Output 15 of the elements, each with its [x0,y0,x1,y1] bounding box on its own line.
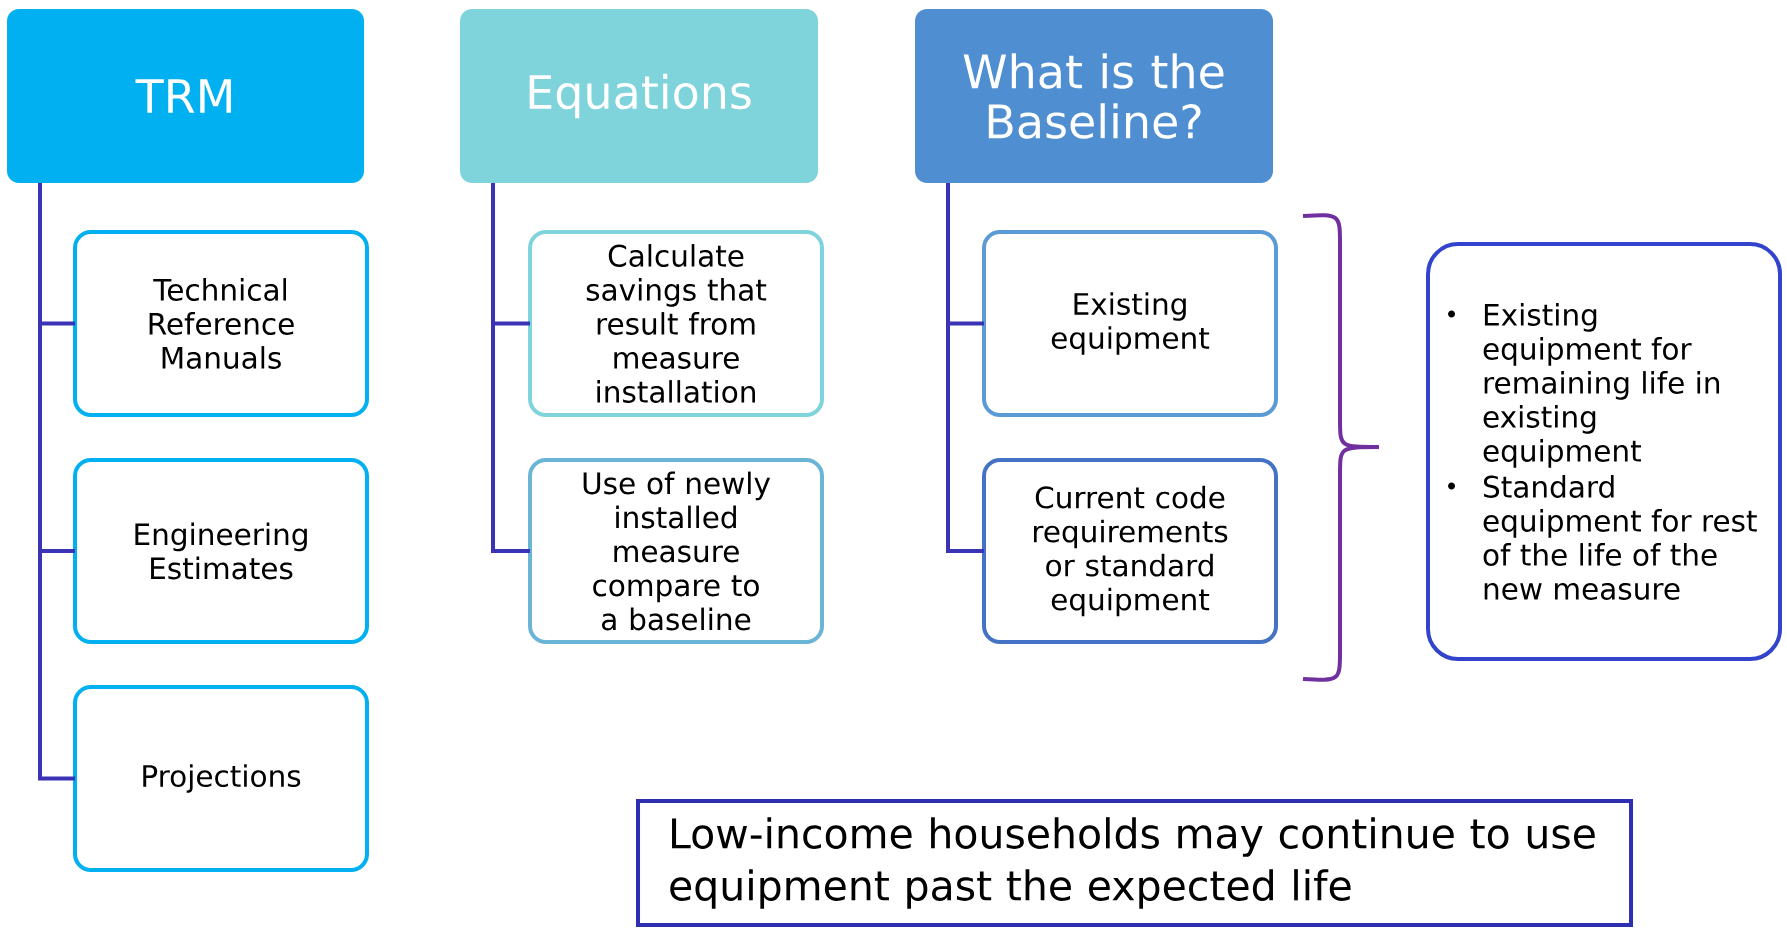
item-box: Engineering Estimates [73,458,369,644]
header-box: What is the Baseline? [915,9,1273,183]
note-box: Low-income households may continue to use equipment past the expected life [636,799,1633,927]
header-box: Equations [460,9,818,183]
connector-line [491,183,530,553]
connector-line [38,183,75,781]
item-box: Technical Reference Manuals [73,230,369,417]
item-box: Projections [73,685,369,872]
item-box: Use of newly installed measure compare to a baseline [528,458,824,644]
connector-line [946,183,984,553]
header-box: TRM [7,9,364,183]
item-box: Calculate savings that result from measure installation [528,230,824,417]
item-box: Current code requirements or standard equipment [982,458,1278,644]
item-box: Existing equipment [982,230,1278,417]
bullet-list-box: Existing equipment for remaining life in existing equipment Standard equipment for rest of the life of the new measure [1426,242,1782,661]
